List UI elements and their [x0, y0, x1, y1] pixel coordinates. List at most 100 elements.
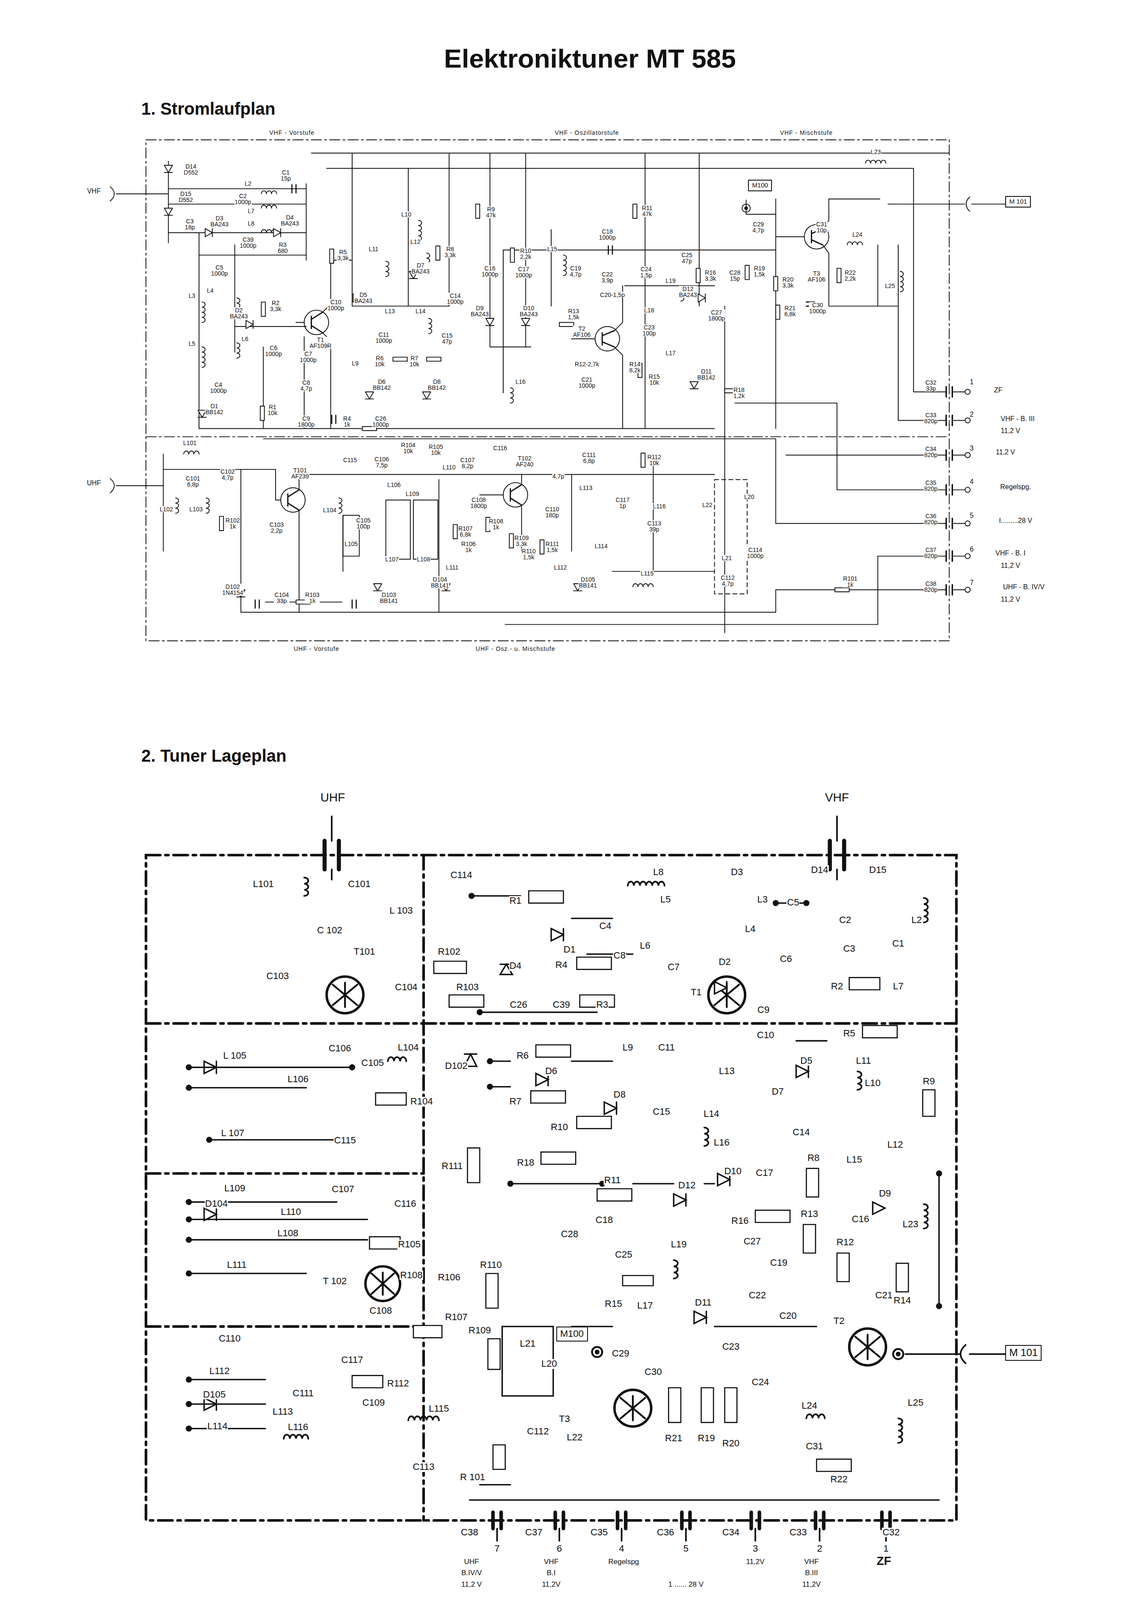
part-label: C31 10p	[815, 221, 828, 234]
solder-pad	[185, 892, 942, 1432]
shield-box	[714, 479, 748, 594]
stage-label: VHF - Mischstufe	[779, 129, 834, 136]
part-label: C7	[667, 962, 680, 972]
pin-caption: 11,2V	[801, 1580, 822, 1589]
transistor-internals	[287, 228, 823, 511]
terminal-pin	[964, 389, 971, 395]
part-label: C107	[331, 1184, 355, 1194]
part-label: L2	[911, 915, 923, 925]
terminal-pin	[964, 487, 971, 493]
terminal-label: ZF	[993, 386, 1004, 394]
terminal-capacitor	[946, 386, 953, 595]
part-label: C29	[611, 1348, 630, 1359]
part-label: C105 100p	[355, 517, 371, 530]
part-label: R21 6,8k	[783, 305, 796, 318]
part-label: 4,7p	[552, 473, 565, 480]
part-label: R21	[664, 1433, 683, 1443]
part-label: C101	[347, 879, 372, 889]
part-label: D11 BB142	[697, 368, 716, 381]
part-label: D15 D552	[178, 190, 193, 203]
part-label: R18	[516, 1157, 535, 1168]
terminal-label: UHF - B. IV/V	[1002, 583, 1045, 591]
part-label: R10 2,2k	[519, 247, 532, 260]
part-label: C114	[450, 870, 473, 880]
part-label: C101 6,8p	[185, 475, 201, 488]
part-label: R112	[386, 1378, 410, 1389]
part-label: R13 1,5k	[567, 308, 580, 321]
pin-caption: 11,2V	[745, 1558, 765, 1566]
pin-caption: 11,2 V	[460, 1580, 483, 1589]
part-label: C16	[851, 1214, 870, 1224]
part-label: L110	[442, 464, 456, 471]
part-label: D5	[799, 1056, 813, 1066]
part-label: R110	[479, 1260, 503, 1270]
part-label: C112 4,7p	[720, 574, 735, 587]
pin-label: C32	[881, 1527, 900, 1538]
part-label: C22	[748, 1290, 767, 1301]
part-label: C22 3,9p	[601, 271, 614, 284]
part-label: C3	[842, 944, 856, 954]
stage-label: VHF - Oszillatorstufe	[554, 129, 620, 136]
part-label: C2	[838, 915, 852, 925]
part-label: L11	[368, 246, 379, 253]
part-label: R22 2,2k	[844, 269, 857, 282]
part-label: R9	[922, 1076, 936, 1087]
part-label: C115	[342, 457, 358, 464]
part-label: R7 10k	[409, 355, 420, 368]
part-label: R102 1k	[225, 517, 241, 530]
test-point	[893, 1348, 904, 1360]
pin-label: C33	[789, 1527, 808, 1538]
part-label: L104	[397, 1042, 420, 1053]
connector-box: M100	[748, 179, 772, 192]
part-label: D5 BA243	[353, 291, 373, 304]
part-label: R109 3,3k	[513, 534, 529, 547]
terminal-label: I.........28 V	[998, 517, 1033, 525]
line-resonator	[413, 499, 438, 559]
terminal-label: 4	[969, 478, 974, 486]
part-label: L14	[703, 1109, 720, 1119]
part-label: L13	[384, 308, 395, 315]
part-label: L24	[801, 1401, 818, 1411]
part-label: L21	[721, 555, 733, 562]
part-label: C28 15p	[729, 269, 742, 282]
part-label: L4	[206, 287, 215, 294]
part-label: D104	[204, 1199, 229, 1209]
part-label: L17	[664, 350, 676, 357]
part-label: R15	[604, 1299, 623, 1309]
part-label: L14	[415, 308, 426, 315]
part-label: D103 BB141	[379, 591, 399, 604]
part-label: L114	[206, 1421, 228, 1431]
title: Elektroniktuner MT 585	[443, 44, 737, 72]
part-label: C103	[265, 971, 290, 981]
part-label: L21	[519, 1338, 537, 1349]
part-label: L7	[892, 981, 904, 992]
part-label: L6	[639, 941, 651, 951]
part-label: R108	[399, 1270, 424, 1280]
part-label: T3 AF106	[807, 270, 826, 283]
part-label: D11	[694, 1297, 713, 1308]
part-label: R18 1,2k	[733, 386, 746, 399]
part-label: L20	[743, 493, 755, 500]
connector-box: M 101	[1005, 1344, 1042, 1361]
part-label: C34 820p	[923, 445, 939, 458]
stage-label: UHF - Vorstufe	[293, 645, 340, 652]
terminal-label: 7	[969, 579, 974, 587]
part-label: L102	[159, 506, 174, 513]
part-label: C18	[595, 1215, 614, 1225]
part-label: R109	[468, 1325, 492, 1336]
part-label: C17 1000p	[514, 266, 533, 279]
part-label: R5	[842, 1028, 856, 1039]
part-label: D3 BA243	[210, 215, 229, 228]
capacitor-symbol	[255, 184, 815, 609]
part-label: C20	[778, 1311, 797, 1321]
part-label: D7 BA243	[411, 262, 431, 275]
part-label: C21	[874, 1290, 893, 1301]
part-label: C11	[657, 1042, 676, 1053]
part-label: D6	[544, 1066, 558, 1076]
section-divider	[145, 436, 950, 438]
part-label: R8 3,3k	[444, 246, 457, 259]
part-label: L109	[223, 1183, 246, 1194]
part-label: L17	[636, 1300, 654, 1311]
part-label: C35 820p	[923, 479, 939, 492]
